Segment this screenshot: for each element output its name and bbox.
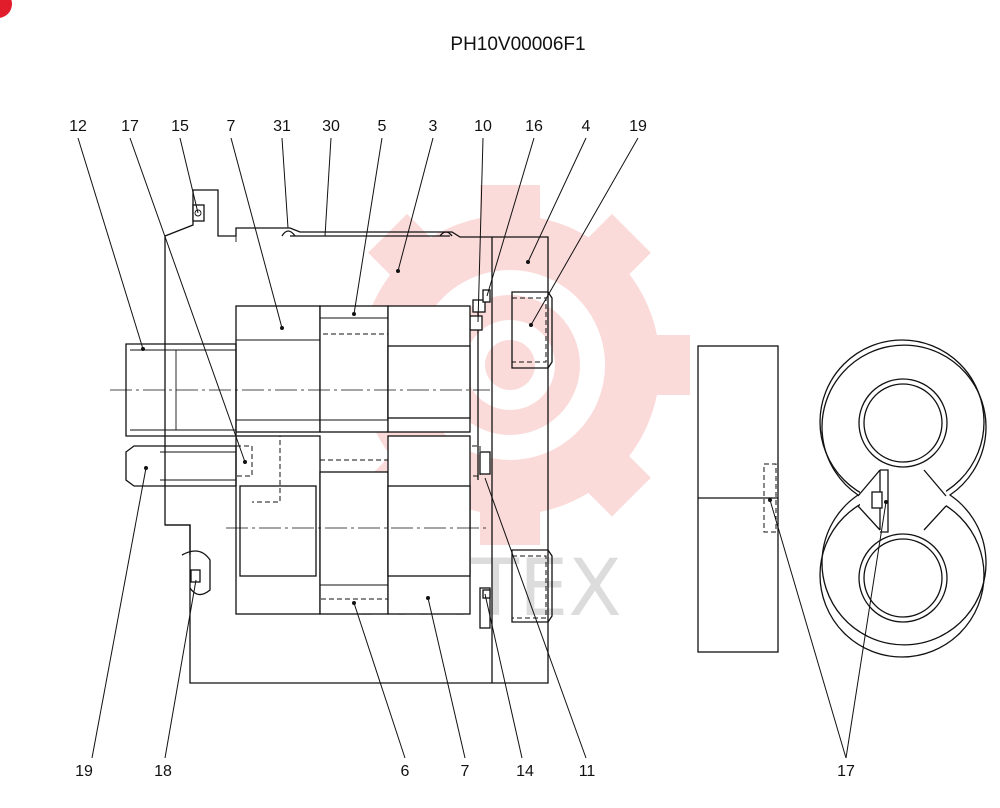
side-block-view xyxy=(697,345,779,653)
label-31-top: 31 xyxy=(273,118,291,135)
label-19-top: 19 xyxy=(629,118,647,135)
label-12-top: 12 xyxy=(69,118,87,135)
gear-set xyxy=(235,305,471,615)
label-19-bottom: 19 xyxy=(75,763,93,780)
label-15-top: 15 xyxy=(171,118,189,135)
lower-shaft xyxy=(125,435,490,529)
top-labels: 12 17 15 7 31 30 5 3 10 16 4 19 xyxy=(69,118,647,135)
corner-badge xyxy=(0,0,12,18)
label-4-top: 4 xyxy=(582,118,591,135)
label-10-top: 10 xyxy=(474,118,492,135)
figure-eight-seal-view xyxy=(819,339,987,658)
label-7-bottom: 7 xyxy=(461,763,470,780)
label-5-top: 5 xyxy=(378,118,387,135)
label-30-top: 30 xyxy=(322,118,340,135)
rear-cover xyxy=(455,237,553,683)
pump-housing xyxy=(164,189,549,684)
top-leader-lines xyxy=(77,137,639,464)
label-17-top: 17 xyxy=(121,118,139,135)
label-7-top: 7 xyxy=(227,118,236,135)
label-11-bottom: 11 xyxy=(579,763,596,780)
bottom-leader-lines xyxy=(91,466,888,759)
label-14-bottom: 14 xyxy=(516,763,534,780)
label-18-bottom: 18 xyxy=(154,763,172,780)
label-6-bottom: 6 xyxy=(401,763,410,780)
drawing-code: PH10V00006F1 xyxy=(450,34,585,55)
label-3-top: 3 xyxy=(429,118,438,135)
bottom-labels: 19 18 6 7 14 11 17 xyxy=(75,763,855,780)
label-16-top: 16 xyxy=(525,118,543,135)
label-17-bottom: 17 xyxy=(837,763,855,780)
